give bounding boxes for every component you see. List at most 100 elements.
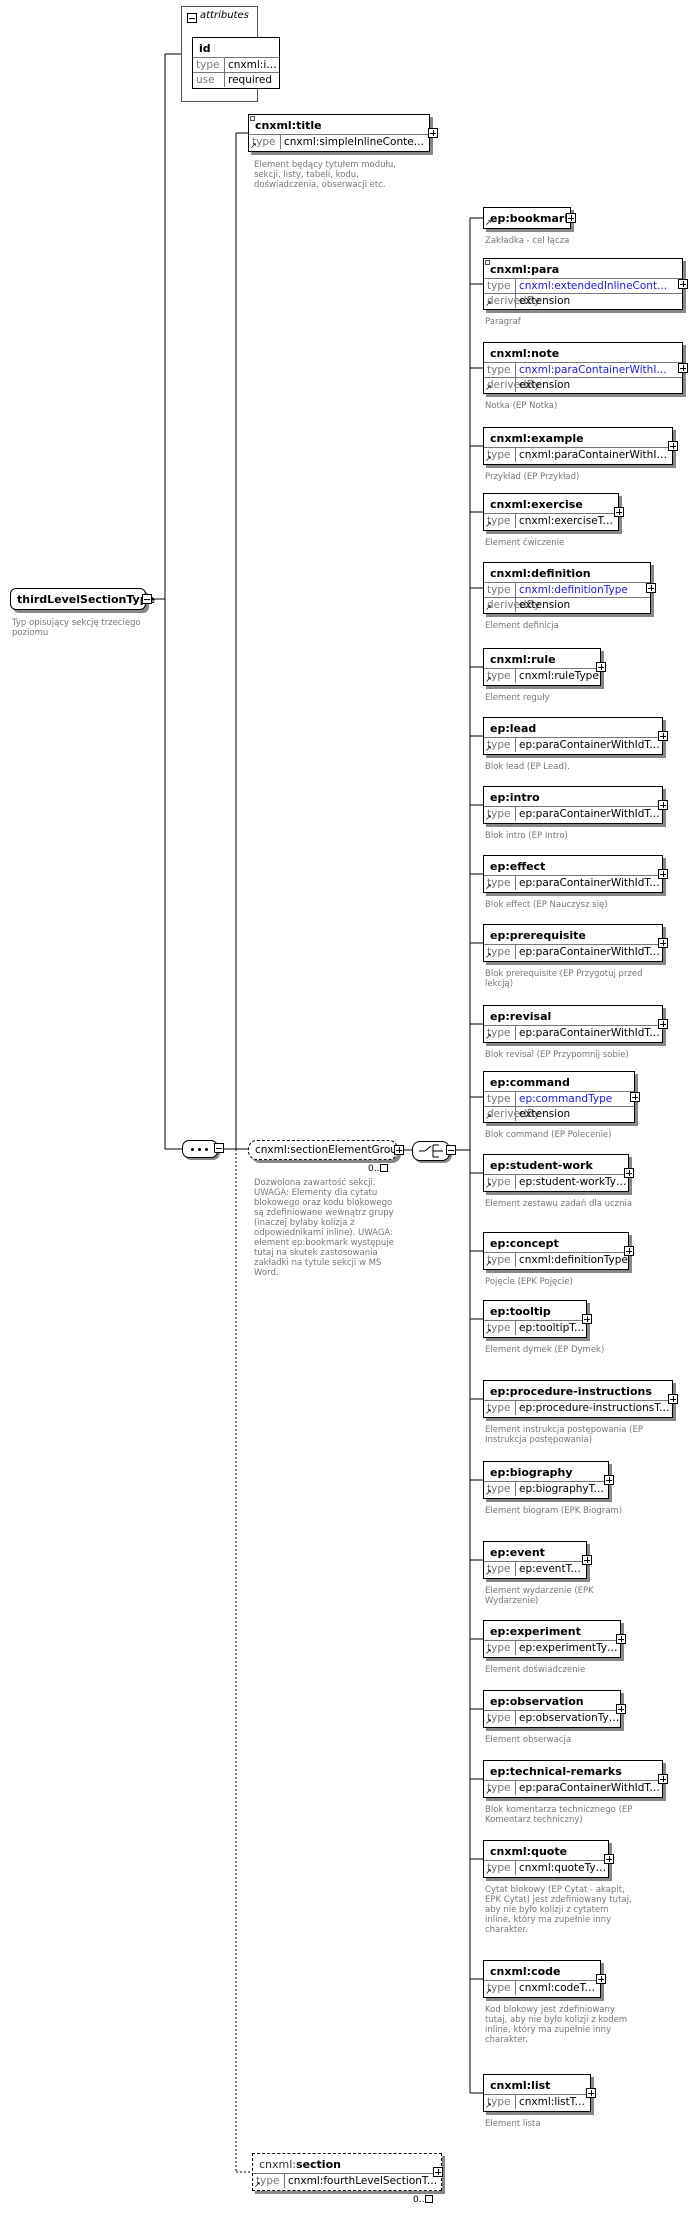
child-element-description: Element wydarzenie (EPK Wydarzenie) — [485, 1586, 594, 1606]
expand-child-icon[interactable] — [624, 1168, 634, 1178]
attributes-label: attributes — [200, 10, 249, 21]
child-element-description: Blok revisal (EP Przypomnij sobie) — [485, 1050, 629, 1060]
child-element-description: Pojęcie (EPK Pojęcie) — [485, 1277, 573, 1287]
property-key: type — [484, 2095, 516, 2109]
reference-arrow-icon: ↗ — [254, 2180, 261, 2189]
property-value: ep:tooltipType — [519, 1322, 586, 1334]
expand-child-icon[interactable] — [614, 507, 624, 517]
collapse-choice-icon[interactable] — [446, 1145, 456, 1155]
property-key: type — [484, 363, 516, 377]
attributes-group: attributes id typecnxml:idTypeuserequire… — [181, 6, 280, 102]
expand-child-icon[interactable] — [658, 731, 668, 741]
expand-child-icon[interactable] — [668, 1394, 678, 1404]
property-value: cnxml:codeType — [519, 1982, 600, 1994]
expand-child-icon[interactable] — [566, 213, 576, 223]
property-key: type — [484, 669, 516, 683]
property-key: type — [484, 583, 516, 597]
property-value: extension — [519, 379, 571, 391]
child-element-name: ep:prerequisite — [490, 929, 586, 942]
property-value[interactable]: cnxml:paraContainerWithI... — [519, 364, 667, 376]
expand-child-icon[interactable] — [616, 1634, 626, 1644]
element-prefix: cnxml: — [255, 119, 297, 132]
expand-child-icon[interactable] — [678, 363, 688, 373]
expand-child-icon[interactable] — [658, 869, 668, 879]
property-key: type — [484, 876, 516, 890]
expand-child-icon[interactable] — [668, 441, 678, 451]
property-value: cnxml:paraContainerWithIdType — [519, 449, 672, 461]
expand-child-icon[interactable] — [582, 1555, 592, 1565]
expand-child-icon[interactable] — [604, 1475, 614, 1485]
expand-child-icon[interactable] — [616, 1704, 626, 1714]
sequence-compositor-icon — [182, 1140, 218, 1158]
expand-title-icon[interactable] — [428, 128, 438, 138]
property-value: ep:student-workType — [519, 1176, 628, 1188]
property-key: type — [484, 1321, 516, 1335]
choice-compositor-icon — [412, 1141, 450, 1161]
collapse-attributes-icon[interactable] — [187, 13, 197, 23]
expand-child-icon[interactable] — [582, 1314, 592, 1324]
child-element-name: cnxml:para — [490, 263, 560, 276]
expand-child-icon[interactable] — [596, 662, 606, 672]
reference-arrow-icon: ↗ — [485, 882, 492, 891]
property-value[interactable]: cnxml:extendedInlineCont... — [519, 280, 668, 292]
expand-child-icon[interactable] — [630, 1092, 640, 1102]
expand-child-icon[interactable] — [658, 938, 668, 948]
property-key: type — [484, 1026, 516, 1040]
root-type-name: thirdLevelSectionType — [17, 593, 156, 606]
child-element-name: ep:biography — [490, 1466, 573, 1479]
property-key: use — [193, 73, 225, 87]
expand-child-icon[interactable] — [678, 279, 688, 289]
group-name: cnxml:sectionElementGroup — [255, 1144, 404, 1156]
section-element-group: cnxml:sectionElementGroup — [248, 1140, 404, 1160]
expand-group-icon[interactable] — [394, 1145, 404, 1155]
child-element-description: Element definicja — [485, 621, 559, 631]
expand-child-icon[interactable] — [646, 583, 656, 593]
expand-child-icon[interactable] — [658, 1019, 668, 1029]
child-element-description: Paragraf — [485, 317, 521, 327]
property-value[interactable]: cnxml:definitionType — [519, 584, 628, 596]
property-key: type — [484, 945, 516, 959]
property-key: type — [484, 279, 516, 293]
expand-child-icon[interactable] — [586, 2088, 596, 2098]
collapse-root-icon[interactable] — [142, 594, 152, 604]
collapse-sequence-icon[interactable] — [214, 1143, 224, 1153]
expand-child-icon[interactable] — [658, 800, 668, 810]
expand-section-icon[interactable] — [433, 2167, 443, 2177]
property-value[interactable]: ep:commandType — [519, 1093, 613, 1105]
property-value: cnxml:quoteType — [519, 1862, 608, 1874]
expand-child-icon[interactable] — [658, 1774, 668, 1784]
expand-child-icon[interactable] — [624, 1246, 634, 1256]
element-name: title — [296, 119, 322, 132]
child-element-description: Element zestawu zadań dla ucznia — [485, 1199, 633, 1209]
expand-child-icon[interactable] — [596, 1974, 606, 1984]
expand-child-icon[interactable] — [604, 1854, 614, 1864]
